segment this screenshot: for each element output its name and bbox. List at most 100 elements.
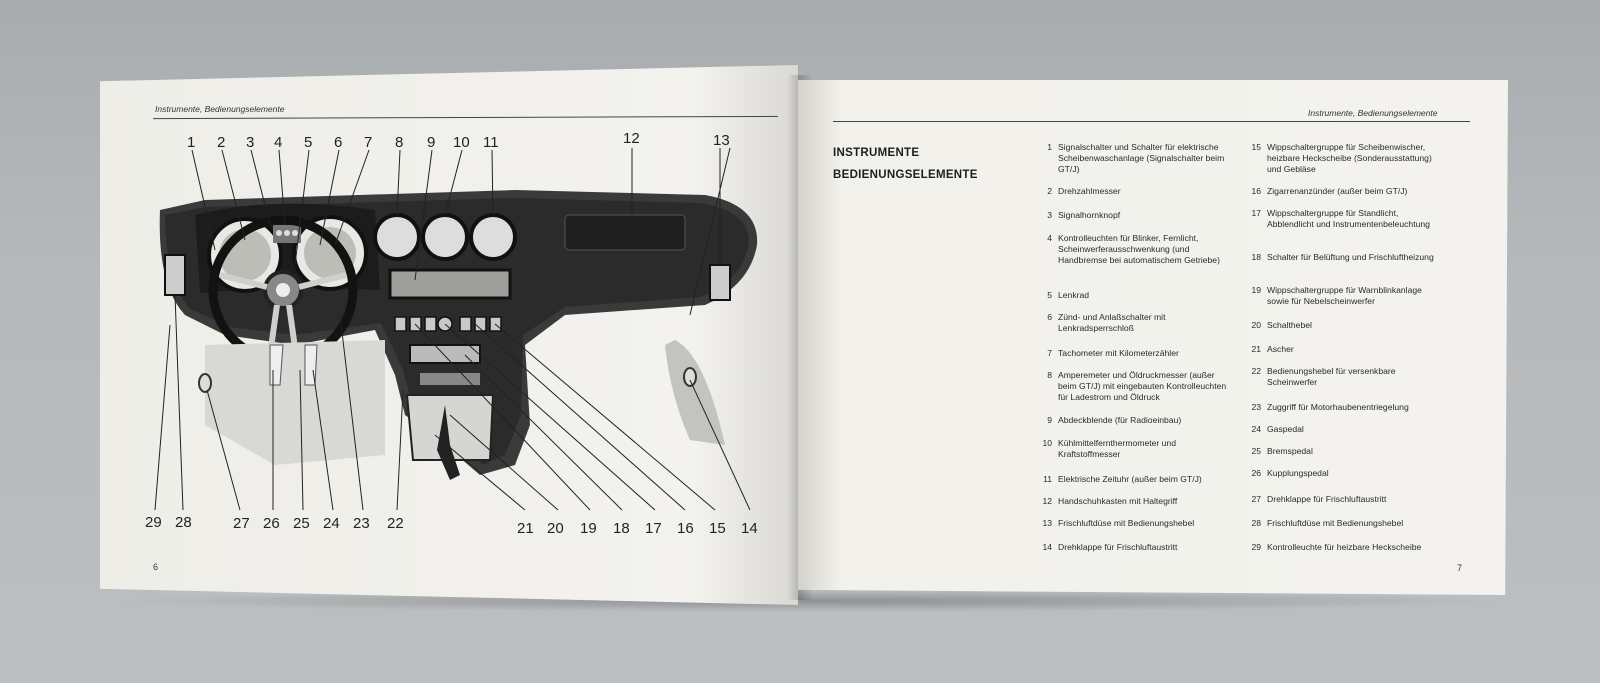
legend-item-number: 24 [1251,424,1261,434]
legend-item-text: Ascher [1267,344,1294,354]
legend-item: 8 Amperemeter und Öldruckmesser (außer be… [1028,370,1228,403]
section-heading: INSTRUMENTE BEDIENUNGSELEMENTE [833,142,978,186]
legend-item-number: 22 [1251,366,1261,376]
legend-item: 10 Kühlmittelfernthermometer und Kraftsto… [1028,438,1228,460]
legend-item: 12 Handschuhkasten mit Haltegriff [1028,496,1228,507]
legend-item-number: 10 [1042,438,1052,448]
legend-item: 16 Zigarrenanzünder (außer beim GT/J) [1237,186,1437,197]
legend-item-text: Bedienungshebel für versenkbare Scheinwe… [1267,366,1396,387]
legend-item: 13 Frischluftdüse mit Bedienungshebel [1028,518,1228,529]
legend-item-number: 21 [1251,344,1261,354]
callout-7: 7 [364,134,372,151]
legend-item-number: 26 [1251,468,1261,478]
legend-item-number: 23 [1251,402,1261,412]
legend-item-text: Tachometer mit Kilometerzähler [1058,348,1179,358]
legend-item-number: 28 [1251,518,1261,528]
callout-14: 14 [741,520,758,537]
legend-item-text: Handschuhkasten mit Haltegriff [1058,496,1178,506]
legend-item: 1 Signalschalter und Schalter für elektri… [1028,142,1228,175]
legend-item-text: Lenkrad [1058,290,1090,300]
callout-2: 2 [217,134,225,151]
callout-28: 28 [175,514,192,531]
callout-18: 18 [613,520,630,537]
legend-item: 7 Tachometer mit Kilometerzähler [1028,348,1228,359]
callout-8: 8 [395,134,403,151]
ammeter-oil-gauge [373,213,421,261]
callout-10: 10 [453,134,470,151]
legend-item-text: Frischluftdüse mit Bedienungshebel [1267,518,1404,528]
callout-3: 3 [246,134,254,151]
legend-item: 29 Kontrolleuchte für heizbare Heckscheib… [1237,542,1437,553]
legend-item-number: 7 [1047,348,1052,358]
legend-item-text: Kontrolleuchte für heizbare Heckscheibe [1267,542,1422,552]
legend-item-number: 8 [1047,370,1052,380]
legend-item-number: 6 [1047,312,1052,322]
right-running-head: Instrumente, Bedienungselemente [1308,108,1438,118]
callout-20: 20 [547,520,564,537]
legend-item-text: Signalhornknopf [1058,210,1121,220]
legend-item-text: Schalthebel [1267,320,1312,330]
legend-item: 22 Bedienungshebel für versenkbare Schein… [1237,366,1437,388]
legend-item-text: Bremspedal [1267,446,1313,456]
center-console [405,394,495,461]
legend-item-text: Wippschaltergruppe für Standlicht, Abble… [1267,208,1430,229]
legend-item-text: Drehzahlmesser [1058,186,1121,196]
legend-item: 26 Kupplungspedal [1237,468,1437,479]
legend-item: 9 Abdeckblende (für Radioeinbau) [1028,415,1228,426]
right-page-number: 7 [1457,563,1463,573]
legend-item-number: 9 [1047,415,1052,425]
callout-19: 19 [580,520,597,537]
heater-controls [409,344,481,364]
legend-item-number: 11 [1043,474,1052,484]
heading-line-2: BEDIENUNGSELEMENTE [833,169,978,181]
legend-item-text: Zuggriff für Motorhaubenentriegelung [1267,402,1409,412]
legend-item-number: 1 [1047,142,1052,152]
callout-5: 5 [304,134,312,151]
legend-item-number: 18 [1251,252,1261,262]
clock-gauge [469,213,517,261]
legend-item-text: Zünd- und Anlaßschalter mit Lenkradsperr… [1058,312,1166,333]
legend-item-text: Zigarrenanzünder (außer beim GT/J) [1267,186,1408,196]
temp-fuel-gauge [421,213,469,261]
callout-22: 22 [387,515,404,532]
legend-item-text: Abdeckblende (für Radioeinbau) [1058,415,1182,425]
legend-item-number: 29 [1251,542,1261,552]
legend-item-text: Gaspedal [1267,424,1304,434]
legend-item-number: 5 [1047,290,1052,300]
legend-item-text: Kupplungspedal [1267,468,1329,478]
callout-1: 1 [187,134,195,151]
heading-line-1: INSTRUMENTE [833,147,920,159]
callout-4: 4 [274,134,282,151]
legend-item: 23 Zuggriff für Motorhaubenentriegelung [1237,402,1437,413]
callout-17: 17 [645,520,662,537]
callout-15: 15 [709,520,726,537]
legend-item: 6 Zünd- und Anlaßschalter mit Lenkradsper… [1028,312,1228,334]
legend-item-number: 3 [1047,210,1052,220]
legend-item: 3 Signalhornknopf [1028,210,1228,221]
legend-item-text: Kühlmittelfernthermometer und Kraftstoff… [1058,438,1176,459]
legend-item: 5 Lenkrad [1028,290,1228,301]
callout-27: 27 [233,515,250,532]
right-page [798,80,1508,595]
legend-item-number: 12 [1042,496,1052,506]
callout-29: 29 [145,514,162,531]
right-header-rule [833,121,1470,122]
callout-23: 23 [353,515,370,532]
legend-item-text: Frischluftdüse mit Bedienungshebel [1058,518,1195,528]
legend-item-text: Amperemeter und Öldruckmesser (außer bei… [1058,370,1227,402]
legend-item-number: 13 [1042,518,1052,528]
radio-cover [388,268,512,300]
legend-item-text: Signalschalter und Schalter für elektris… [1058,142,1225,174]
legend-item-number: 16 [1251,186,1261,196]
legend-item: 21 Ascher [1237,344,1437,355]
gear-shifter [437,405,460,480]
